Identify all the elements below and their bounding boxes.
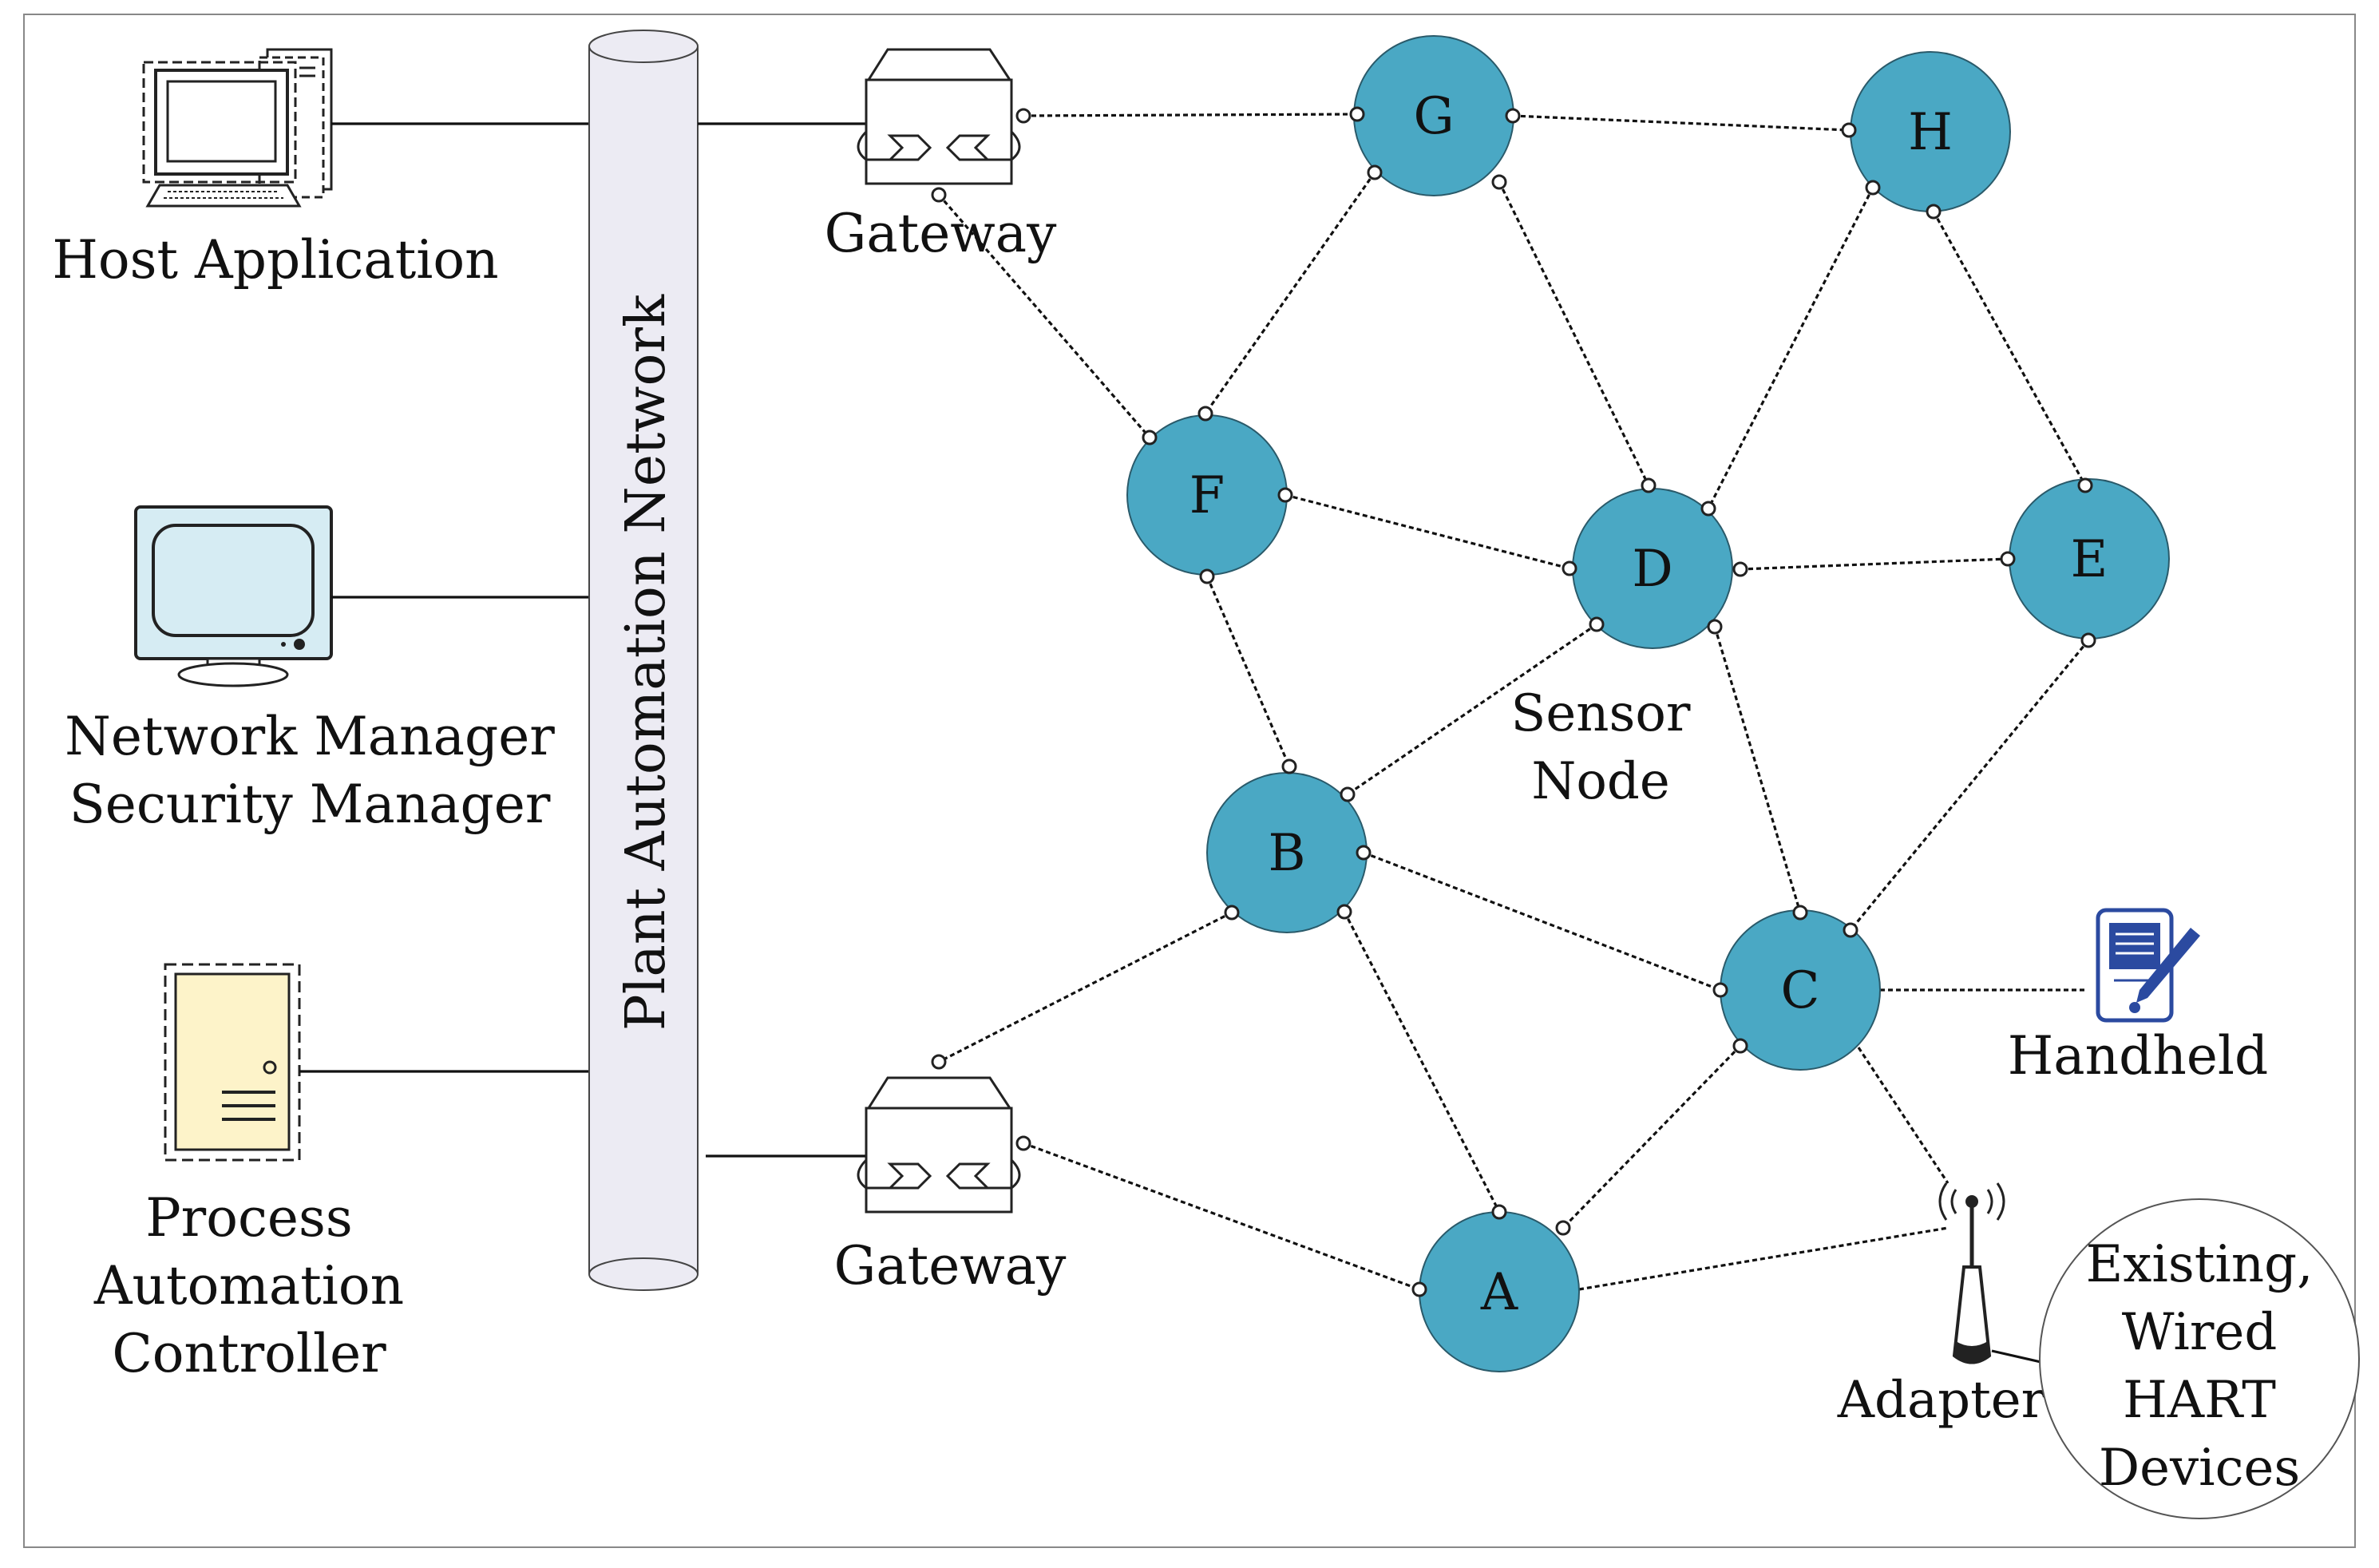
link-g-h	[1512, 114, 1850, 132]
handheld-device-icon	[2096, 908, 2200, 1023]
host-application-label: Host Application	[52, 229, 498, 291]
hart-label: HART	[2123, 1371, 2276, 1430]
gateway-router-icon	[857, 1076, 1021, 1214]
controller-cabinet-icon	[164, 963, 301, 1162]
link-gwtop-f	[937, 193, 1151, 439]
link-d-e	[1740, 557, 2009, 571]
gateway-router-icon	[857, 48, 1021, 185]
gateway-top-label: Gateway	[825, 203, 1057, 264]
desktop-computer-icon	[142, 48, 333, 208]
node-a: A	[1419, 1211, 1580, 1372]
link-a-adapter	[1578, 1226, 1949, 1291]
link-c-a	[1562, 1044, 1742, 1229]
automation-label: Automation	[93, 1255, 404, 1317]
svg-text:H: H	[1908, 103, 1953, 162]
link-f-b	[1205, 576, 1291, 767]
link-c-adapter	[1857, 1047, 1950, 1184]
link-g-f	[1204, 172, 1376, 414]
backbone-label: Plant Automation Network	[615, 294, 678, 1031]
svg-text:G: G	[1413, 87, 1454, 146]
node-g: G	[1353, 35, 1514, 196]
svg-text:B: B	[1268, 824, 1305, 883]
wired-devices-circle	[2039, 1198, 2360, 1519]
security-manager-label: Security Manager	[69, 774, 551, 835]
svg-text:F: F	[1190, 466, 1225, 525]
adapter-label: Adapter	[1837, 1371, 2046, 1430]
link-b-c	[1363, 851, 1721, 992]
monitor-icon	[134, 505, 333, 687]
link-h-e	[1932, 211, 2087, 486]
network-manager-label: Network Manager	[65, 706, 555, 767]
controller-label: Controller	[112, 1323, 386, 1384]
devices-label: Devices	[2099, 1439, 2300, 1498]
mesh-links	[937, 113, 2090, 1291]
svg-text:D: D	[1632, 540, 1672, 599]
link-f-d	[1285, 493, 1570, 570]
svg-text:A: A	[1480, 1263, 1518, 1322]
node-d: D	[1572, 488, 1733, 649]
gateway-bottom-label: Gateway	[834, 1235, 1067, 1297]
node-e: E	[2009, 478, 2170, 639]
link-gwtop-g	[1023, 113, 1358, 117]
svg-text:E: E	[2071, 530, 2108, 589]
node-c: C	[1720, 909, 1881, 1071]
plant-automation-network-backbone	[588, 30, 699, 1291]
node-label: Node	[1531, 752, 1669, 811]
sensor-label: Sensor	[1511, 684, 1691, 743]
link-g-d	[1498, 181, 1650, 486]
link-gwbottom-a	[1023, 1142, 1420, 1291]
node-h: H	[1850, 51, 2011, 212]
existing-label: Existing,	[2086, 1235, 2314, 1294]
link-h-d	[1707, 187, 1874, 509]
handheld-label: Handheld	[2008, 1025, 2269, 1087]
link-d-b	[1347, 623, 1597, 796]
link-b-gwbottom	[938, 911, 1233, 1063]
diagram-frame	[23, 14, 2356, 1548]
wired-label: Wired	[2122, 1303, 2278, 1362]
wireless-adapter-icon	[1938, 1182, 2005, 1364]
connection-ports	[931, 106, 2096, 1297]
link-b-a	[1343, 911, 1501, 1213]
adapter-wired-link	[1991, 1349, 2048, 1365]
link-d-c	[1713, 626, 1802, 913]
link-e-c	[1849, 639, 2090, 932]
svg-text:C: C	[1781, 961, 1820, 1020]
process-label: Process	[145, 1187, 352, 1249]
